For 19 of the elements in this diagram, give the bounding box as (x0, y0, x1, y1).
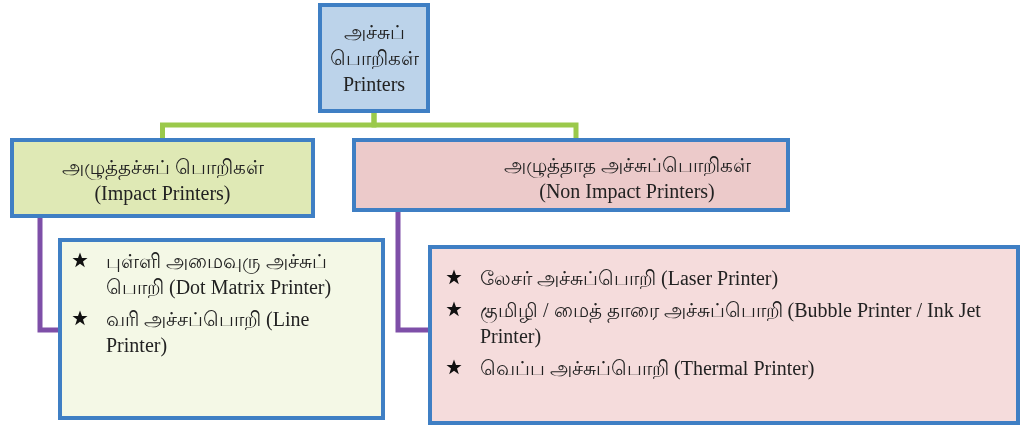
box-label: (Non Impact Printers) (538, 179, 716, 204)
list-item-text: வெப்ப அச்சுப்பொறி (Thermal Printer) (480, 356, 815, 381)
list-item-text: லேசர் அச்சுப்பொறி (Laser Printer) (480, 266, 779, 291)
box-label: அழுத்தாத அச்சுப்பொறிகள் (502, 153, 752, 178)
box-label: அழுத்தச்சுப் பொறிகள் (60, 155, 265, 180)
list-item-text: புள்ளி அமைவுரு அச்சுப் பொறி (Dot Matrix Printer) (106, 249, 333, 300)
category-box (10, 138, 315, 218)
list-item-text: வரி அச்சப்பொறி (Line Printer) (106, 307, 311, 358)
connector-line (371, 113, 579, 138)
connector-line (395, 212, 428, 333)
box-label: (Impact Printers) (93, 181, 232, 206)
box-label: அச்சுப் பொறிகள் (328, 20, 420, 71)
box-label: Printers (341, 72, 407, 97)
list-box (58, 238, 385, 420)
list-item-text: குமிழி / மைத் தாரை அச்சுப்பொறி (Bubble Printer / Ink Jet Printer) (480, 298, 982, 349)
list-box (428, 245, 1020, 425)
category-box (318, 3, 430, 113)
connector-line (37, 218, 58, 333)
category-box (352, 138, 790, 212)
